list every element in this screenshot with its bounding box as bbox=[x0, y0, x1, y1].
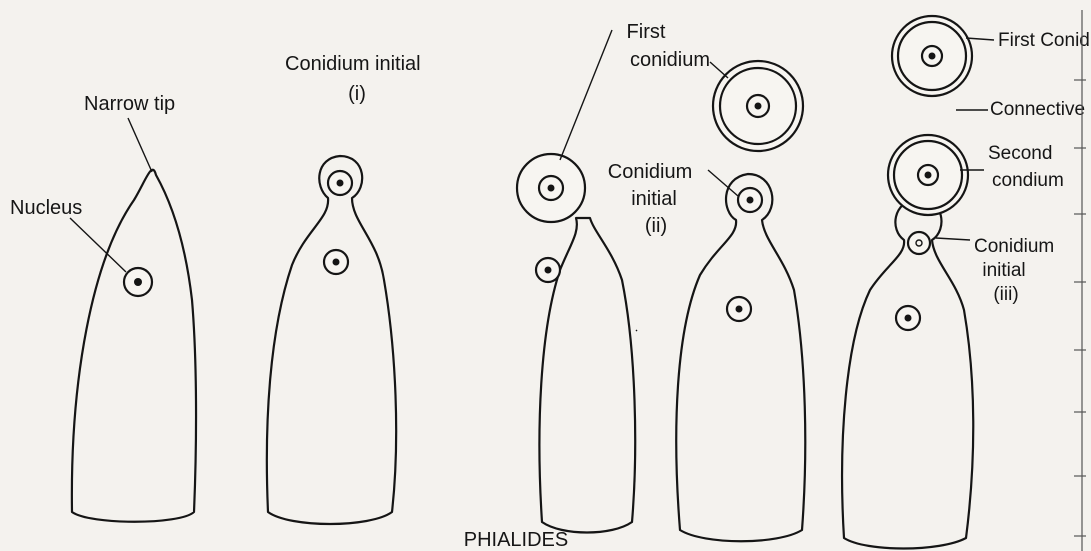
first-conidium-leader-long bbox=[560, 30, 612, 160]
label-conidium-initial-iii-line1: Conidium bbox=[974, 236, 1054, 257]
label-first-conidium-cut: First Conidur bbox=[998, 30, 1091, 51]
narrow-tip-leader bbox=[128, 118, 152, 172]
label-connective: Connective bbox=[990, 99, 1085, 120]
label-narrow-tip: Narrow tip bbox=[84, 93, 175, 115]
label-second-conidium-line2: condium bbox=[992, 170, 1064, 191]
dot-mark bbox=[636, 330, 637, 331]
label-conidium-initial-iii-line3: (iii) bbox=[993, 284, 1018, 305]
label-first-conidium-line1: First bbox=[627, 21, 666, 43]
phialide-stage-5 bbox=[842, 16, 973, 549]
label-first-conidium-line2: conidium bbox=[630, 49, 710, 71]
label-conidium-initial-ii-line2: initial bbox=[631, 188, 677, 210]
label-conidium-initial-iii-line2: initial bbox=[982, 260, 1025, 281]
conidium-initial-iii-leader bbox=[936, 238, 970, 240]
phialide-body-4 bbox=[676, 174, 805, 541]
label-conidium-initial-ii-line1: Conidium bbox=[608, 161, 692, 183]
phialide-body-1 bbox=[72, 170, 196, 522]
label-conidium-initial-i-num: (i) bbox=[348, 83, 366, 105]
conidium-initial-ii-leader bbox=[708, 170, 738, 196]
phialide-stage-1 bbox=[72, 170, 196, 522]
phialide-stage-2 bbox=[267, 156, 396, 524]
figure-caption: PHIALIDES bbox=[464, 529, 568, 551]
label-conidium-initial-i: Conidium initial bbox=[285, 53, 421, 75]
first-conidium-cut-leader bbox=[966, 38, 994, 40]
label-conidium-initial-ii-line3: (ii) bbox=[645, 215, 667, 237]
phialide-body-5 bbox=[842, 198, 973, 549]
label-second-conidium-line1: Second bbox=[988, 143, 1052, 164]
phialide-stage-3 bbox=[517, 154, 635, 533]
page-edge-ruler bbox=[1074, 10, 1086, 551]
conidium-initial-iii bbox=[908, 232, 930, 254]
first-conidium-leader bbox=[710, 62, 728, 78]
phialide-body-2 bbox=[267, 156, 396, 524]
phialide-stage-4 bbox=[676, 61, 805, 541]
label-nucleus: Nucleus bbox=[10, 197, 82, 219]
